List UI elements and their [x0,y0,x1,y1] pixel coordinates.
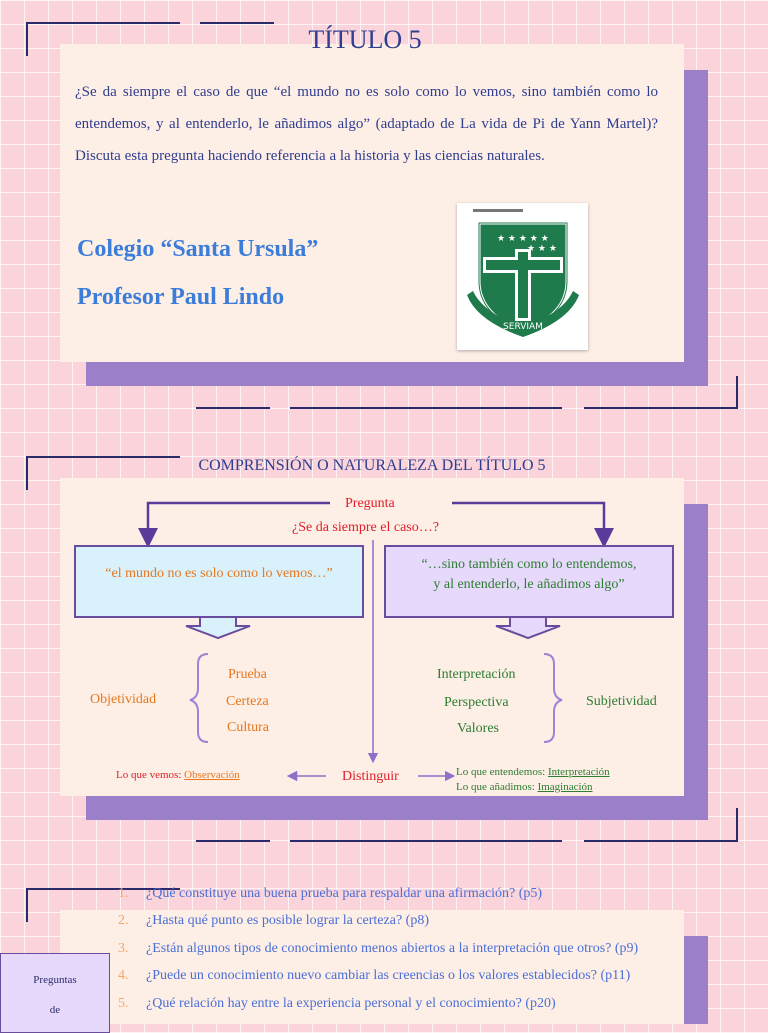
teacher-name: Profesor Paul Lindo [77,284,285,310]
question-item-2: 2. ¿Hasta qué punto es posible lograr la … [118,913,429,929]
question-text: ¿Qué relación hay entre la experiencia p… [146,996,556,1011]
lo-que-entendemos-text: Lo que entendemos: [456,766,548,778]
subjetividad-label: Subjetividad [586,694,657,709]
objetividad-label: Objetividad [90,692,157,707]
question-item-3: 3. ¿Están algunos tipos de conocimiento m… [118,941,638,957]
side-label-line1: Preguntas [33,974,77,986]
lo-que-entendemos: Lo que entendemos: Interpretación [456,766,610,778]
right-item-perspectiva: Perspectiva [444,695,509,710]
slide-2-panel [60,478,684,796]
right-item-interpretacion: Interpretación [437,667,516,682]
right-quote-line2: y al entenderlo, le añadimos algo” [433,577,625,592]
frame-line [26,888,180,890]
left-quote-box: “el mundo no es solo como lo vemos…” [74,545,364,618]
interpretacion-text: Interpretación [547,766,610,778]
crest-motto: SERVIAM [503,322,543,332]
slide-1-title: TÍTULO 5 [308,25,422,54]
school-crest-logo: ★ ★ ★ ★ ★ ★ ★ ★ SERVIAM [457,203,588,350]
observacion-text: Observación [184,769,240,781]
question-item-5: 5. ¿Qué relación hay entre la experiencia… [118,996,556,1012]
slide-3-panel [60,910,684,1024]
svg-text:★ ★ ★ ★ ★: ★ ★ ★ ★ ★ [497,234,549,244]
lo-que-anadimos-text: Lo que añadimos: [456,781,538,793]
frame-line [26,456,180,458]
svg-text:★ ★ ★: ★ ★ ★ [527,244,557,254]
imaginacion-text: Imaginación [537,781,593,793]
frame-line [290,840,562,842]
school-name: Colegio “Santa Ursula” [77,236,319,262]
frame-line [584,840,738,842]
slide-1-question: ¿Se da siempre el caso de que “el mundo … [75,84,658,164]
frame-line [26,888,28,922]
lo-que-vemos: Lo que vemos: Observación [116,769,240,781]
preguntas-side-box: Preguntas de [0,953,110,1033]
lo-que-anadimos: Lo que añadimos: Imaginación [456,781,593,793]
question-item-1: 1. ¿Qué constituye una buena prueba para … [118,886,542,902]
frame-line [26,22,28,56]
left-item-prueba: Prueba [228,667,267,682]
question-text: ¿Están algunos tipos de conocimiento men… [146,941,639,956]
question-text: ¿Hasta qué punto es posible lograr la ce… [146,913,429,928]
question-number: 5. [118,996,129,1011]
frame-line [196,840,270,842]
frame-line [736,808,738,842]
frame-line [196,407,270,409]
left-item-certeza: Certeza [226,694,269,709]
frame-line [584,407,738,409]
left-quote-text: “el mundo no es solo como lo vemos…” [105,566,333,581]
pregunta-text: ¿Se da siempre el caso…? [292,520,439,535]
frame-line [200,22,274,24]
lo-que-vemos-text: Lo que vemos: [116,769,185,781]
question-number: 4. [118,968,129,983]
side-label-line2: de [49,1004,61,1016]
frame-line [290,407,562,409]
pregunta-label: Pregunta [345,496,395,511]
left-item-cultura: Cultura [227,720,269,735]
right-quote-box: “…sino también como lo entendemos, y al … [384,545,674,618]
question-number: 2. [118,913,129,928]
frame-line [736,376,738,409]
question-number: 1. [118,886,129,901]
question-text: ¿Puede un conocimiento nuevo cambiar las… [146,968,631,983]
frame-line [26,456,28,490]
question-text: ¿Qué constituye una buena prueba para re… [146,886,543,901]
slide-2-title: COMPRENSIÓN O NATURALEZA DEL TÍTULO 5 [198,457,546,474]
right-item-valores: Valores [457,721,499,736]
frame-line [26,22,180,24]
question-item-4: 4. ¿Puede un conocimiento nuevo cambiar l… [118,968,630,984]
right-quote-line1: “…sino también como lo entendemos, [421,557,637,572]
question-number: 3. [118,941,129,956]
distinguir-label: Distinguir [342,769,399,784]
